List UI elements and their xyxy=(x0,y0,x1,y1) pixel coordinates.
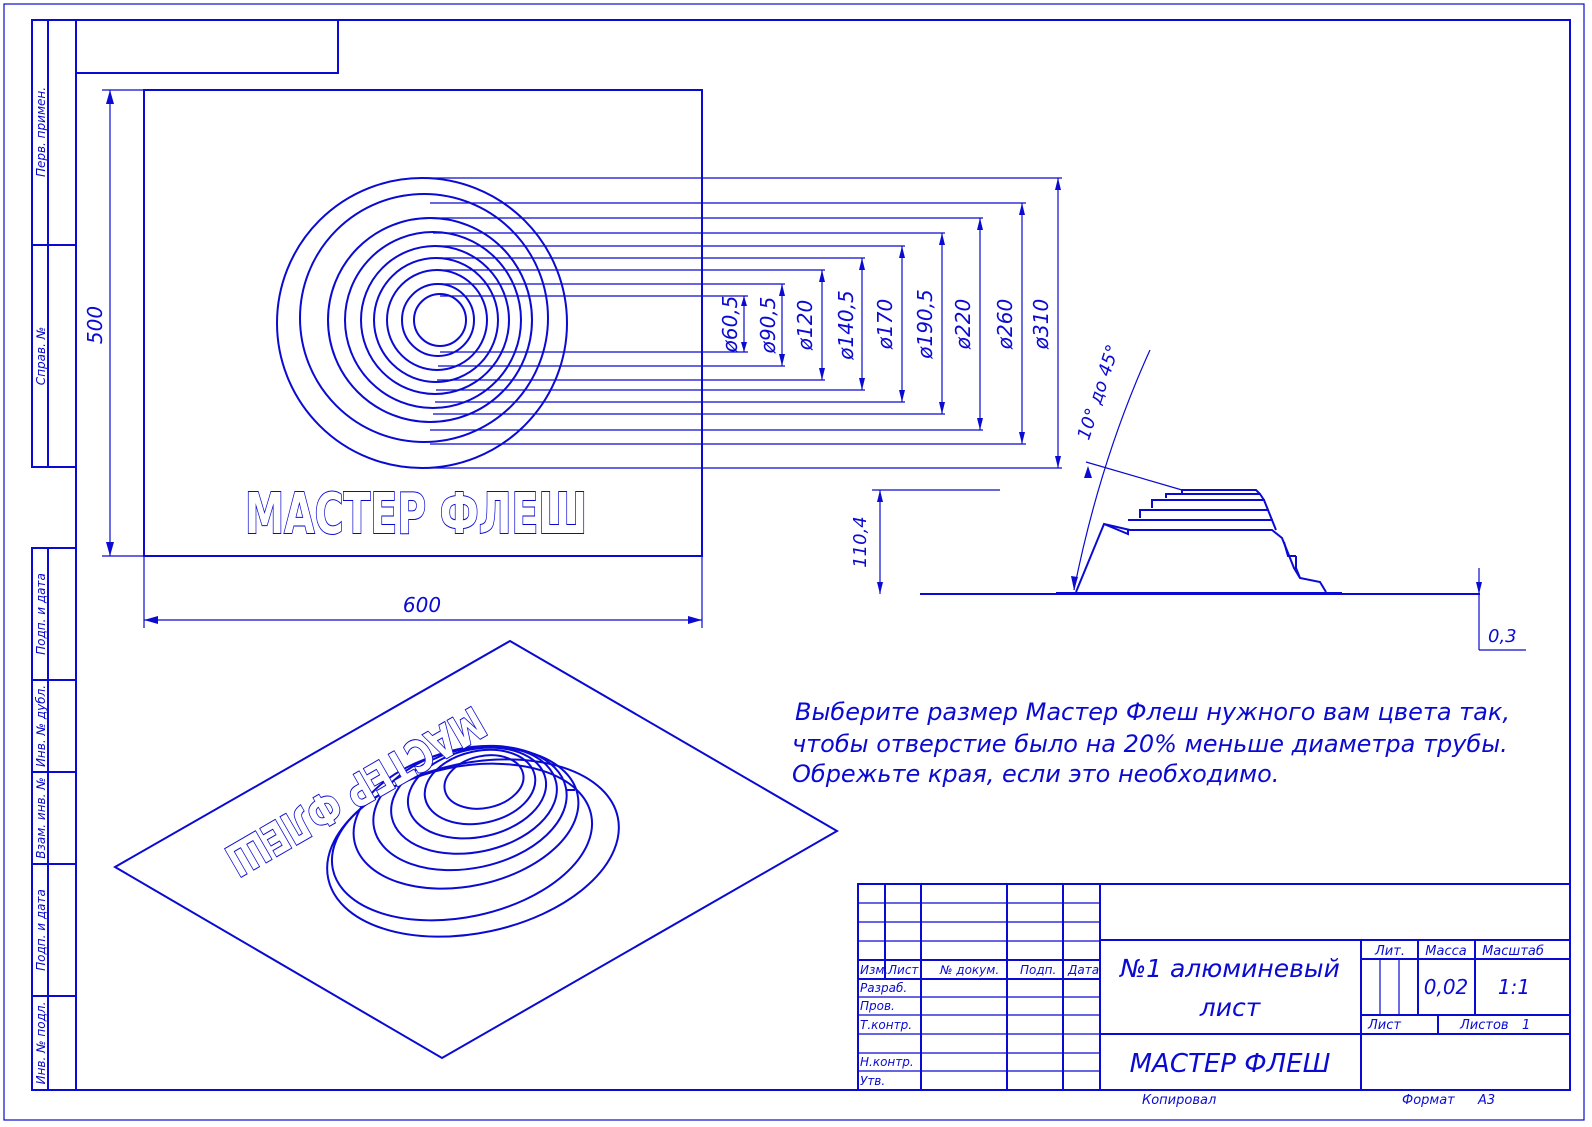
plan-sheet-outline xyxy=(143,89,703,557)
thickness-label: 0,3 xyxy=(1488,626,1517,647)
tb-kopiroval: Копировал xyxy=(1142,1093,1216,1108)
tb-masshtab-val: 1:1 xyxy=(1498,975,1530,999)
sprav-no-label: Справ. № xyxy=(34,327,48,385)
tb-massa: Масса xyxy=(1425,944,1466,959)
dia-dim-220: ø220 xyxy=(951,218,983,430)
tb-izm: Изм. xyxy=(860,963,888,977)
dia-label-310: ø310 xyxy=(1029,299,1053,350)
dia-label-90-5: ø90,5 xyxy=(756,297,780,355)
dia-dim-60-5: ø60,5 xyxy=(718,296,747,354)
diameter-extension-lines xyxy=(425,177,1062,469)
note-line-2: чтобы отверстие было на 20% меньше диаме… xyxy=(792,730,1508,758)
tb-product: МАСТЕР ФЛЕШ xyxy=(1130,1049,1331,1079)
dia-dim-140-5: ø140,5 xyxy=(834,258,865,390)
width-dimension-label: 600 xyxy=(403,593,441,617)
tb-list: Лист xyxy=(887,963,919,977)
note-line-1: Выберите размер Мастер Флеш нужного вам … xyxy=(795,698,1510,726)
dia-dim-170: ø170 xyxy=(873,246,905,402)
instruction-note: Выберите размер Мастер Флеш нужного вам … xyxy=(792,698,1510,788)
width-dimension: 600 xyxy=(143,556,703,628)
height-dimension: 500 xyxy=(83,89,144,557)
dia-label-260: ø260 xyxy=(993,299,1017,350)
diameter-dimensions: ø60,5 ø90,5 ø120 ø140,5 ø170 ø190,5 xyxy=(718,178,1061,468)
tb-sheet: Лист xyxy=(1367,1018,1401,1033)
tb-format: Формат xyxy=(1402,1093,1455,1108)
tb-no-dokum: № докум. xyxy=(939,963,999,977)
tb-format-val: А3 xyxy=(1477,1093,1495,1108)
tb-data: Дата xyxy=(1067,963,1099,977)
height-dimension-label: 500 xyxy=(83,306,107,344)
podp-data-label-2: Подп. и дата xyxy=(34,889,48,971)
tb-razrab: Разраб. xyxy=(860,981,907,995)
profile-view: 10° до 45° 110,4 0,3 xyxy=(850,342,1526,651)
plan-rings xyxy=(276,177,568,469)
dia-dim-120: ø120 xyxy=(793,270,825,380)
tb-sheets-val: 1 xyxy=(1522,1018,1530,1033)
side-stamp-bottom: Подп. и дата Инв. № дубл. Взам. инв. № П… xyxy=(31,547,77,1091)
dia-label-170: ø170 xyxy=(873,299,897,350)
dia-label-190-5: ø190,5 xyxy=(913,289,937,360)
tb-designation-2: лист xyxy=(1199,993,1262,1022)
dia-label-120: ø120 xyxy=(793,300,817,351)
podp-data-label-1: Подп. и дата xyxy=(34,573,48,655)
tb-massa-val: 0,02 xyxy=(1424,975,1469,999)
isometric-view: МАСТЕР ФЛЕШ xyxy=(113,639,839,1060)
tb-prov: Пров. xyxy=(860,999,895,1013)
tb-masshtab: Масштаб xyxy=(1482,944,1544,959)
side-stamp-top: Перв. примен. Справ. № xyxy=(31,19,77,468)
iso-logo: МАСТЕР ФЛЕШ xyxy=(217,696,494,885)
dia-dim-260: ø260 xyxy=(993,203,1025,444)
note-line-3: Обрежьте края, если это необходимо. xyxy=(792,760,1279,788)
outer-trim-frame xyxy=(3,3,1585,1121)
title-block: Изм. Лист № докум. Подп. Дата Разраб. Пр… xyxy=(857,883,1571,1108)
dia-dim-310: ø310 xyxy=(1029,178,1061,468)
dia-dim-90-5: ø90,5 xyxy=(756,284,785,366)
dia-label-140-5: ø140,5 xyxy=(834,290,858,361)
angle-label: 10° до 45° xyxy=(1074,342,1124,442)
tb-utv: Утв. xyxy=(860,1074,885,1088)
plan-logo: МАСТЕР ФЛЕШ xyxy=(245,482,587,547)
tb-lit: Лит. xyxy=(1374,944,1405,959)
iso-sheet-outline xyxy=(113,639,839,1060)
tb-designation-1: №1 алюминевый xyxy=(1118,954,1340,983)
inv-podl-label: Инв. № подл. xyxy=(34,1002,48,1085)
profile-height-label: 110,4 xyxy=(850,516,871,568)
inv-dubl-label: Инв. № дубл. xyxy=(34,685,48,767)
perv-primen-label: Перв. примен. xyxy=(34,87,48,177)
tb-tkontr: Т.контр. xyxy=(860,1018,912,1032)
tb-nkontr: Н.контр. xyxy=(860,1055,914,1069)
tb-sheets: Листов xyxy=(1459,1018,1509,1033)
dia-dim-190-5: ø190,5 xyxy=(913,233,945,414)
tb-podp: Подп. xyxy=(1020,963,1056,977)
vzam-inv-label: Взам. инв. № xyxy=(34,777,48,858)
top-left-stamp-box xyxy=(76,20,339,74)
dia-label-220: ø220 xyxy=(951,299,975,350)
dia-label-60-5: ø60,5 xyxy=(718,296,742,354)
